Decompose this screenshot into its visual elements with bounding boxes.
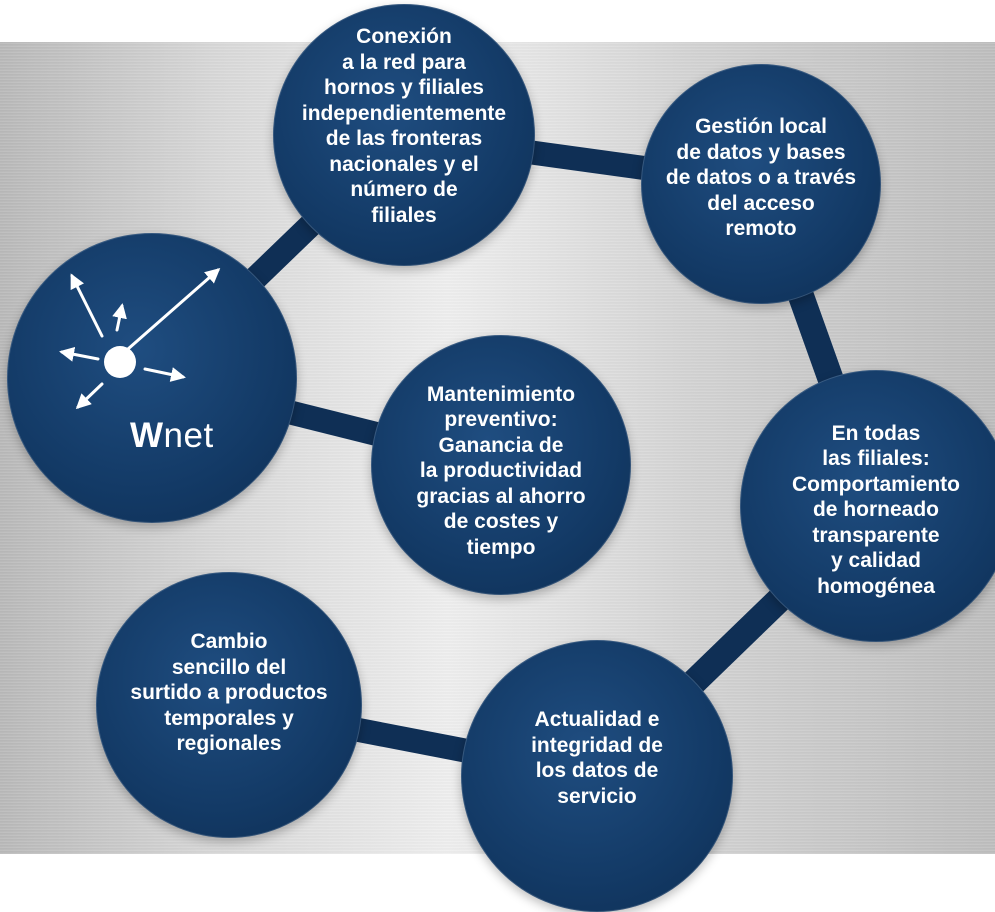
node-actualidad-text: Actualidad e integridad de los datos de …	[531, 708, 663, 808]
node-wnet-hub	[7, 233, 297, 523]
node-todas-filiales-text: En todas las filiales: Comportamiento de…	[792, 421, 960, 598]
node-cambio: Cambio sencillo del surtido a productos …	[96, 572, 362, 838]
network-hub-icon	[59, 268, 221, 410]
wnet-logo-net: net	[163, 416, 214, 455]
node-gestion-text: Gestión local de datos y bases de datos …	[665, 115, 857, 241]
node-gestion: Gestión local de datos y bases de datos …	[641, 64, 881, 304]
wnet-logo-w: W	[130, 416, 164, 455]
node-todas-filiales: En todas las filiales: Comportamiento de…	[740, 370, 995, 642]
node-conexion-text: Conexión a la red para hornos y filiales…	[301, 25, 507, 227]
node-mantenimiento-text: Mantenimiento preventivo: Ganancia de la…	[416, 382, 586, 559]
node-cambio-text: Cambio sencillo del surtido a productos …	[130, 630, 328, 756]
node-actualidad: Actualidad e integridad de los datos de …	[461, 640, 733, 912]
wnet-logo: Wnet	[130, 418, 214, 453]
node-conexion: Conexión a la red para hornos y filiales…	[273, 4, 535, 266]
node-mantenimiento: Mantenimiento preventivo: Ganancia de la…	[371, 335, 631, 595]
